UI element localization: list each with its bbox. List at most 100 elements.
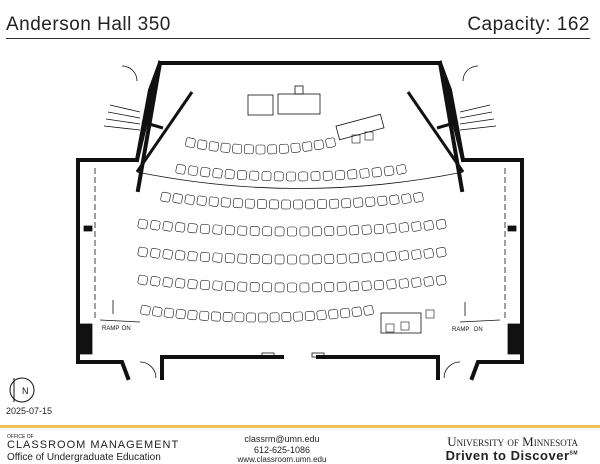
seat bbox=[411, 277, 422, 288]
seat bbox=[324, 254, 335, 264]
seat bbox=[386, 279, 397, 290]
seat bbox=[199, 223, 211, 235]
seat bbox=[274, 226, 285, 237]
seat bbox=[237, 281, 248, 292]
stairs-right bbox=[459, 104, 497, 131]
seat bbox=[267, 144, 278, 155]
seat bbox=[293, 199, 303, 210]
seat bbox=[196, 139, 208, 150]
seat bbox=[435, 274, 447, 286]
tagline: Driven to DiscoverSM bbox=[446, 448, 578, 463]
seat bbox=[299, 282, 310, 293]
seat bbox=[311, 254, 322, 265]
seat bbox=[212, 252, 223, 263]
seat bbox=[400, 321, 410, 331]
seat bbox=[210, 311, 221, 322]
university-logo: University of Minnesota bbox=[447, 434, 578, 449]
seat bbox=[398, 278, 410, 289]
seat bbox=[187, 165, 199, 176]
seat bbox=[299, 226, 310, 237]
service-mark: SM bbox=[569, 450, 578, 457]
seat bbox=[425, 309, 435, 319]
seat bbox=[236, 170, 248, 181]
walls bbox=[76, 60, 524, 381]
seat bbox=[435, 246, 447, 258]
down-label-left: DN bbox=[122, 326, 131, 332]
plan-date: 2025-07-15 bbox=[6, 406, 53, 416]
seat bbox=[363, 305, 374, 316]
seat bbox=[373, 251, 385, 263]
seat bbox=[329, 198, 340, 209]
seat bbox=[212, 280, 223, 291]
seat bbox=[385, 323, 395, 333]
seat bbox=[172, 193, 183, 204]
contact-phone: 612-625-1086 bbox=[253, 445, 311, 455]
seat bbox=[302, 141, 313, 152]
seat bbox=[287, 254, 297, 265]
seat bbox=[137, 246, 149, 258]
seat bbox=[341, 198, 352, 209]
seat bbox=[324, 282, 335, 292]
seat bbox=[336, 225, 347, 236]
seat bbox=[224, 253, 235, 264]
seat bbox=[373, 279, 385, 291]
seat bbox=[287, 226, 297, 237]
seat bbox=[234, 312, 245, 323]
seat bbox=[187, 223, 198, 234]
seat bbox=[200, 166, 211, 178]
seat bbox=[137, 274, 149, 286]
seat bbox=[243, 144, 254, 155]
office-name: Office of Undergraduate Education bbox=[7, 452, 161, 463]
seat bbox=[310, 171, 321, 182]
seat bbox=[262, 226, 273, 237]
seat bbox=[287, 282, 297, 293]
stairs-left bbox=[103, 104, 141, 131]
seat bbox=[339, 307, 351, 319]
seat bbox=[371, 167, 382, 178]
seat bbox=[249, 254, 260, 264]
seat bbox=[349, 281, 360, 292]
seat bbox=[150, 276, 161, 287]
seat bbox=[269, 312, 280, 323]
seat bbox=[317, 199, 328, 210]
stage-braces bbox=[135, 91, 465, 173]
seat bbox=[311, 226, 322, 237]
seat bbox=[222, 312, 233, 322]
seat bbox=[232, 143, 243, 154]
seat bbox=[273, 171, 284, 182]
seat bbox=[208, 141, 219, 152]
seat bbox=[365, 196, 376, 207]
seat bbox=[175, 308, 186, 320]
seat bbox=[328, 309, 339, 320]
seat bbox=[411, 221, 422, 232]
seat bbox=[351, 134, 361, 144]
seat bbox=[351, 306, 362, 318]
seat bbox=[361, 280, 372, 291]
seat bbox=[269, 199, 279, 210]
seat bbox=[435, 218, 447, 230]
seat bbox=[212, 224, 223, 235]
seat bbox=[196, 195, 207, 206]
seat bbox=[249, 170, 260, 181]
contact-website[interactable]: www.classroom.umn.edu bbox=[237, 455, 327, 464]
seat bbox=[208, 196, 219, 207]
seat bbox=[224, 225, 235, 236]
seat bbox=[224, 281, 235, 292]
seat bbox=[359, 168, 370, 179]
seat bbox=[174, 278, 186, 289]
seat bbox=[246, 312, 256, 323]
seat bbox=[281, 312, 292, 322]
contact-email[interactable]: classrm@umn.edu bbox=[244, 434, 320, 444]
seat bbox=[262, 254, 273, 265]
seat bbox=[152, 306, 163, 317]
seat bbox=[274, 254, 285, 265]
seat bbox=[290, 142, 301, 153]
tagline-text: Driven to Discover bbox=[445, 448, 570, 463]
seat bbox=[187, 309, 198, 321]
seat bbox=[313, 139, 325, 151]
seat bbox=[286, 171, 296, 182]
seat bbox=[249, 282, 260, 292]
seat bbox=[373, 223, 385, 235]
footer-divider bbox=[0, 425, 600, 428]
seat bbox=[281, 199, 291, 210]
